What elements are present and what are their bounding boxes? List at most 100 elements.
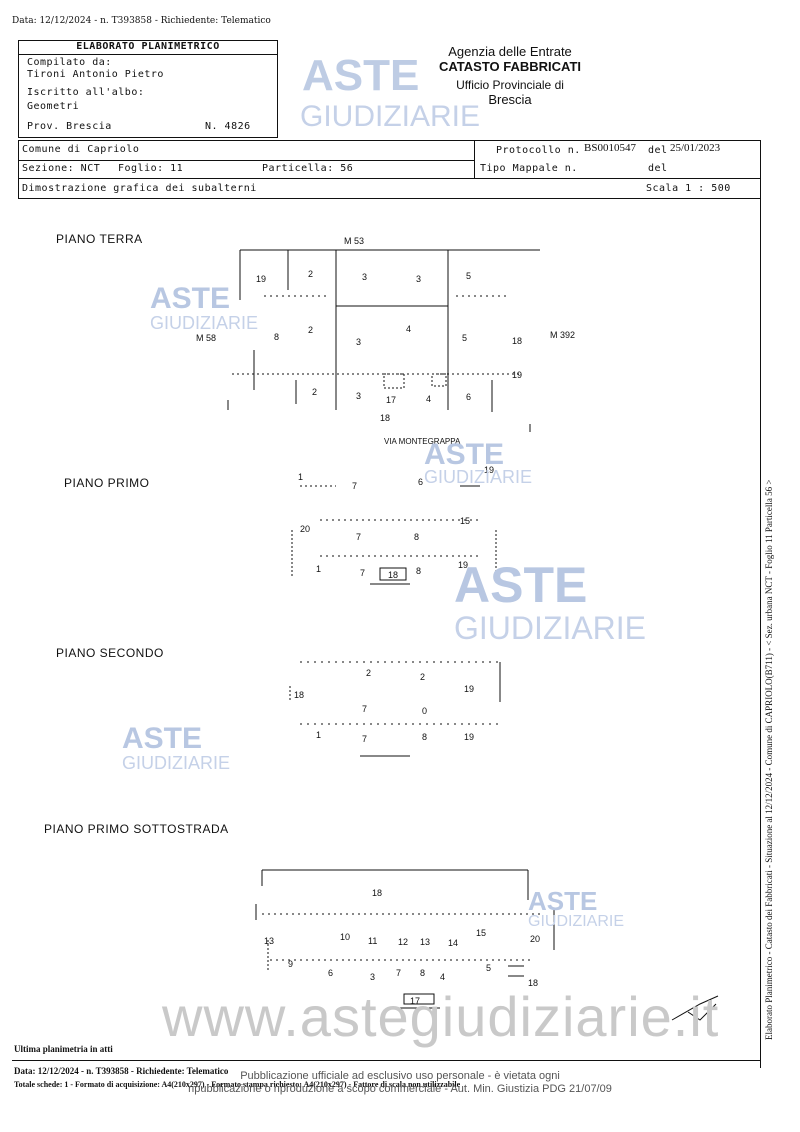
svg-text:1: 1 (316, 564, 321, 574)
svg-text:18: 18 (512, 336, 522, 346)
agency-line4: Brescia (488, 92, 532, 107)
svg-text:6: 6 (328, 968, 333, 978)
svg-text:8: 8 (422, 732, 427, 742)
svg-text:4: 4 (426, 394, 431, 404)
svg-text:1: 1 (298, 472, 303, 482)
watermark-site: www.astegiudiziarie.it (162, 985, 720, 1048)
protocollo-number: BS0010547 (584, 142, 636, 154)
svg-text:13: 13 (420, 937, 430, 947)
label-via-montegrappa: VIA MONTEGRAPPA (384, 437, 461, 446)
svg-text:10: 10 (340, 932, 350, 942)
profession: Geometri (27, 101, 80, 112)
agency-line3: Ufficio Provinciale di (456, 78, 564, 92)
svg-text:4: 4 (440, 972, 445, 982)
svg-text:2: 2 (308, 325, 313, 335)
svg-text:2: 2 (366, 668, 371, 678)
svg-text:8: 8 (414, 532, 419, 542)
label-m392: M 392 (550, 330, 576, 340)
svg-text:18: 18 (388, 570, 398, 580)
agency-line1: Agenzia delle Entrate (448, 44, 572, 59)
tipo-mappale: Tipo Mappale n. (480, 163, 578, 174)
svg-text:17: 17 (386, 395, 396, 405)
svg-text:18: 18 (380, 413, 390, 423)
svg-text:3: 3 (356, 337, 361, 347)
compiled-by-label: Compilato da: (27, 57, 112, 68)
svg-text:2: 2 (420, 672, 425, 682)
floor-title-terra: PIANO TERRA (56, 232, 143, 246)
svg-text:3: 3 (356, 391, 361, 401)
watermark-giudiziarie-header: GIUDIZIARIE (300, 100, 481, 133)
agency-block: Agenzia delle Entrate CATASTO FABBRICATI… (400, 44, 620, 107)
watermark-giudiziarie-5: GIUDIZIARIE (528, 913, 625, 930)
svg-text:18: 18 (372, 888, 382, 898)
ultima-planimetria: Ultima planimetria in atti (14, 1044, 113, 1054)
svg-text:20: 20 (300, 524, 310, 534)
svg-text:7: 7 (352, 481, 357, 491)
label-m53: M 53 (344, 236, 365, 246)
svg-text:19: 19 (484, 465, 494, 475)
svg-text:8: 8 (416, 566, 421, 576)
footer-line1: Data: 12/12/2024 - n. T393858 - Richiede… (14, 1066, 229, 1076)
svg-text:18: 18 (528, 978, 538, 988)
footer-notice-1: Pubblicazione ufficiale ad esclusivo uso… (240, 1070, 560, 1082)
svg-text:7: 7 (396, 968, 401, 978)
protocollo-del: del (648, 145, 668, 156)
svg-text:5: 5 (486, 963, 491, 973)
top-header: Data: 12/12/2024 - n. T393858 - Richiede… (12, 16, 271, 26)
tipo-del: del (648, 163, 668, 174)
svg-text:1: 1 (316, 730, 321, 740)
label-m58: M 58 (196, 333, 217, 343)
province: Prov. Brescia (27, 121, 112, 132)
floor-title-primo: PIANO PRIMO (64, 476, 150, 490)
svg-text:7: 7 (356, 532, 361, 542)
watermark-aste-4: ASTE (122, 722, 203, 755)
svg-text:3: 3 (416, 274, 421, 284)
elaborato-title: ELABORATO PLANIMETRICO (76, 41, 220, 52)
compiled-by: Tironi Antonio Pietro (27, 69, 164, 80)
particella: Particella: 56 (262, 163, 354, 174)
svg-text:2: 2 (308, 269, 313, 279)
sezione: Sezione: NCT (22, 163, 101, 174)
svg-text:15: 15 (460, 516, 470, 526)
svg-text:14: 14 (448, 938, 458, 948)
scala: Scala 1 : 500 (646, 183, 731, 194)
watermark-aste-3: ASTE (454, 557, 588, 613)
svg-text:7: 7 (362, 704, 367, 714)
svg-text:5: 5 (462, 333, 467, 343)
footer-notice-2: ripubblicazione o riproduzione a scopo c… (188, 1083, 612, 1095)
svg-text:4: 4 (406, 324, 411, 334)
watermark-giudiziarie-3: GIUDIZIARIE (454, 610, 647, 646)
svg-text:15: 15 (476, 928, 486, 938)
svg-text:3: 3 (370, 972, 375, 982)
svg-text:3: 3 (362, 272, 367, 282)
watermark-aste-header: ASTE (302, 51, 420, 100)
registration-number: N. 4826 (205, 121, 251, 132)
watermark-aste-1: ASTE (150, 282, 231, 315)
watermark-giudiziarie-4: GIUDIZIARIE (122, 753, 231, 773)
svg-text:17: 17 (410, 996, 420, 1006)
watermark-giudiziarie-2: GIUDIZIARIE (424, 467, 533, 487)
agency-line2: CATASTO FABBRICATI (438, 59, 582, 74)
svg-text:13: 13 (264, 936, 274, 946)
svg-text:11: 11 (368, 936, 377, 946)
registered-label: Iscritto all'albo: (27, 87, 145, 98)
svg-text:7: 7 (360, 568, 365, 578)
floor-title-sottostrada: PIANO PRIMO SOTTOSTRADA (44, 822, 229, 836)
svg-text:19: 19 (464, 732, 474, 742)
elaborato-box: ELABORATO PLANIMETRICO Compilato da: Tir… (18, 40, 278, 138)
svg-text:18: 18 (294, 690, 304, 700)
svg-text:6: 6 (418, 477, 423, 487)
watermark-giudiziarie-1: GIUDIZIARIE (150, 313, 259, 333)
svg-text:9: 9 (288, 959, 293, 969)
comune: Comune di Capriolo (22, 144, 140, 155)
svg-text:5: 5 (466, 271, 471, 281)
svg-text:6: 6 (466, 392, 471, 402)
svg-text:19: 19 (256, 274, 266, 284)
protocollo-date: 25/01/2023 (670, 142, 721, 154)
svg-text:19: 19 (512, 370, 522, 380)
watermark-aste-2: ASTE (424, 438, 505, 471)
svg-text:19: 19 (464, 684, 474, 694)
protocollo-label: Protocollo n. (496, 145, 581, 156)
footer-line2: Totale schede: 1 - Formato di acquisizio… (14, 1080, 461, 1089)
